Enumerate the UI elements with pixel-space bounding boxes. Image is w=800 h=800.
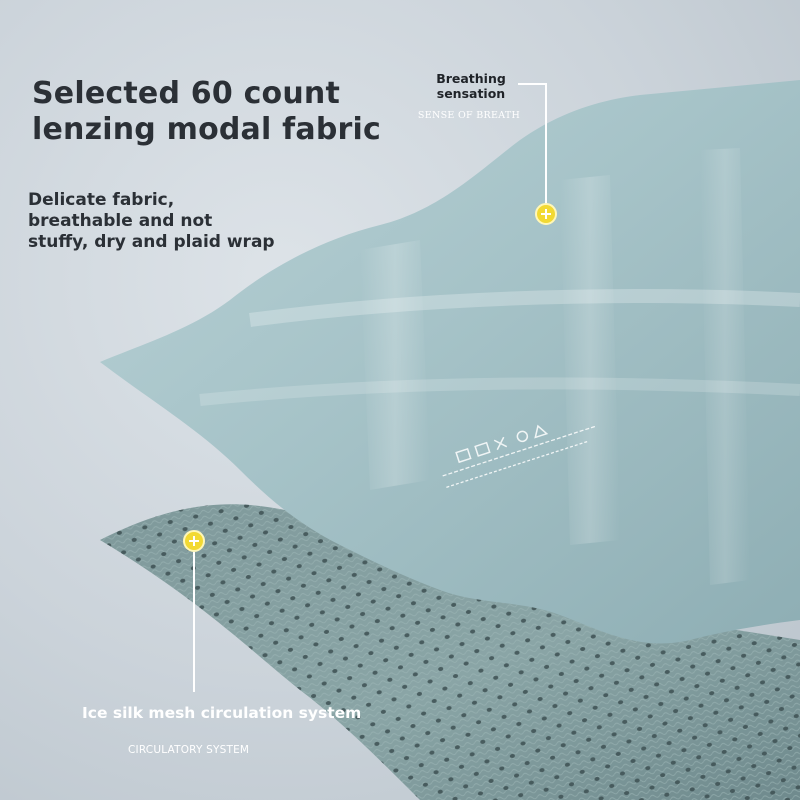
callout-connector-breathing [518, 83, 557, 225]
callout-label-line: sensation [436, 86, 506, 101]
mesh-fabric-layer [100, 504, 800, 800]
modal-fabric-layer [100, 80, 800, 644]
headline: Selected 60 count lenzing modal fabric [32, 76, 432, 148]
callout-mesh-label: Ice silk mesh circulation system [82, 704, 362, 722]
callout-breathing-label: Breathing sensation [416, 71, 526, 101]
description: Delicate fabric, breathable and not stuf… [28, 190, 348, 253]
printed-care-label [442, 424, 596, 488]
callout-mesh-subtitle: CIRCULATORY SYSTEM [128, 744, 250, 756]
headline-line: lenzing modal fabric [32, 112, 381, 147]
callout-breathing-subtitle: SENSE OF BREATH [417, 110, 521, 121]
description-line: stuffy, dry and plaid wrap [28, 232, 275, 252]
headline-line: Selected 60 count [32, 76, 341, 111]
description-line: breathable and not [28, 211, 213, 231]
description-line: Delicate fabric, [28, 190, 175, 210]
callout-label-line: Breathing [436, 71, 506, 86]
callout-connector-mesh [183, 530, 205, 692]
